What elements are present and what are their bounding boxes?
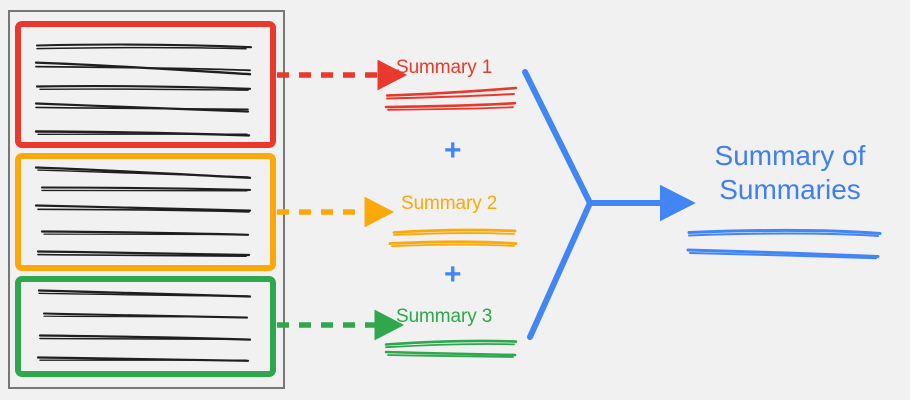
merge-connector: [522, 69, 593, 340]
text-lines-red: [34, 43, 253, 137]
plus-operator-2: +: [444, 258, 462, 291]
section-border-green: [15, 276, 276, 377]
final-summary-squiggles: [686, 229, 882, 260]
plus-operator-1: +: [444, 134, 462, 167]
merge-branch-top: [522, 69, 593, 206]
section-border-yellow: [15, 153, 276, 271]
document-section-yellow[interactable]: [15, 153, 276, 271]
final-summary-title-line1: Summary of: [714, 140, 866, 171]
summary-1-squiggles: [384, 86, 518, 111]
text-lines-yellow: [34, 166, 252, 257]
summary-3-squiggles: [384, 339, 518, 358]
summary-3-label: Summary 3: [396, 306, 493, 327]
text-lines-green: [36, 289, 252, 362]
summary-1-label: Summary 1: [396, 57, 493, 78]
document-section-green[interactable]: [15, 276, 276, 377]
document-frame: [8, 10, 285, 389]
final-summary-title-line2: Summaries: [719, 174, 861, 205]
document-section-red[interactable]: [15, 21, 276, 148]
summary-2-label: Summary 2: [401, 193, 498, 214]
merge-branch-bottom: [527, 200, 593, 340]
section-border-red: [15, 21, 276, 148]
summary-2-squiggles: [388, 228, 518, 248]
